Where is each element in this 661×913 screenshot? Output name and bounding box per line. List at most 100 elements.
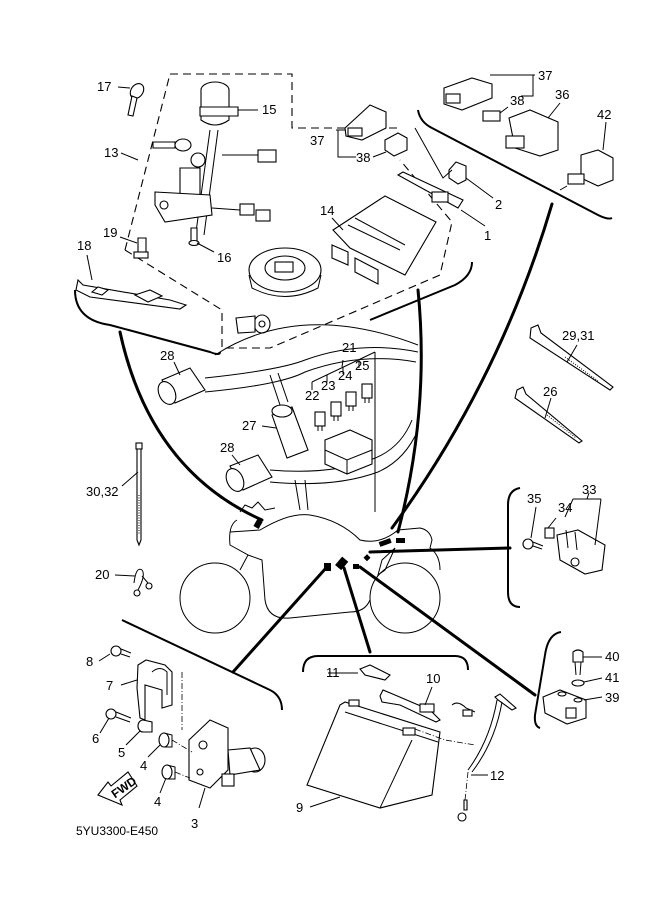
label-26: 26 [543, 384, 557, 399]
top-right-bracket [417, 109, 613, 220]
grommet-4-upper [158, 732, 173, 748]
label-36: 36 [555, 87, 569, 102]
marker-ecu [378, 538, 392, 547]
cable-tie-26 [514, 386, 583, 444]
label-14: 14 [320, 203, 334, 218]
harness-group: 28 28 27 21 22 23 24 25 [157, 324, 419, 512]
guide-line-2 [414, 127, 453, 179]
band-10 [379, 689, 441, 723]
holder-11 [359, 664, 391, 681]
main-switch-15 [195, 81, 239, 236]
ecu-14 [331, 195, 437, 285]
marker-sensor [363, 554, 371, 562]
plate-18 [75, 278, 188, 310]
collar-5 [137, 719, 153, 733]
bracket-right-outline [533, 631, 562, 729]
marker-bracket-right [353, 564, 359, 569]
label-29-31: 29,31 [562, 328, 595, 343]
label-6: 6 [92, 731, 99, 746]
leader-4-upper [147, 744, 161, 758]
leader-4-lower [159, 777, 167, 794]
label-25: 25 [355, 358, 369, 373]
label-42: 42 [597, 107, 611, 122]
leader-36 [547, 102, 561, 119]
key-set-13 [152, 138, 213, 223]
pointer-top-right [390, 202, 554, 530]
leader-38-right [499, 106, 509, 114]
ignition-group: 17 15 13 19 16 18 14 [74, 73, 473, 355]
leader-27 [261, 425, 277, 429]
label-9: 9 [296, 800, 303, 815]
connectors-top-right-group: 37 38 36 42 [417, 68, 614, 220]
label-23: 23 [321, 378, 335, 393]
cover-7 [136, 659, 173, 721]
label-38-right: 38 [510, 93, 524, 108]
leader-34 [547, 517, 557, 529]
label-7: 7 [106, 678, 113, 693]
seat-lock [235, 314, 271, 334]
label-39: 39 [605, 690, 619, 705]
harness-outer-curve [214, 324, 419, 356]
leader-8 [98, 653, 111, 662]
relay-36 [505, 109, 559, 157]
connector-28-lower [225, 454, 273, 492]
label-10: 10 [426, 671, 440, 686]
connector-38-left [384, 132, 408, 157]
fuse-23 [330, 401, 342, 421]
label-24: 24 [338, 368, 352, 383]
bracket-right-group: 40 41 39 [533, 631, 619, 729]
leader-41 [583, 677, 603, 683]
label-22: 22 [305, 388, 319, 403]
assembly-line-4 [171, 739, 193, 753]
holder-1 [396, 171, 464, 209]
label-13: 13 [104, 145, 118, 160]
leader-20 [114, 574, 136, 577]
label-18: 18 [77, 238, 91, 253]
cable-tie-29-31 [529, 324, 614, 391]
condenser-27 [269, 372, 309, 459]
label-41: 41 [605, 670, 619, 685]
starter-group-bracket [121, 619, 283, 711]
label-30-32: 30,32 [86, 484, 119, 499]
label-21: 21 [342, 340, 356, 355]
pointer-battery [342, 566, 372, 654]
label-19: 19 [103, 225, 117, 240]
marker-battery [335, 556, 349, 571]
battery-group: 11 10 9 12 [296, 655, 517, 822]
sensor-group: 33 34 35 [507, 482, 606, 608]
label-4-upper: 4 [140, 758, 147, 773]
leader-35 [530, 506, 537, 539]
bracket-37-38-left [336, 129, 356, 158]
label-11: 11 [326, 665, 340, 680]
label-3: 3 [191, 816, 198, 831]
connectors-top-left-group: 37 38 2 1 [310, 104, 502, 243]
connector-37-right [443, 77, 493, 111]
label-40: 40 [605, 649, 619, 664]
label-16: 16 [217, 250, 231, 265]
rear-wheel [369, 562, 441, 634]
marker-harness-left [253, 519, 263, 529]
grommet-4-lower [161, 764, 176, 780]
label-28-lower: 28 [220, 440, 234, 455]
sensor-group-bracket [507, 487, 521, 608]
assembly-line-4b [174, 771, 191, 779]
pointer-bracket-right [358, 565, 537, 697]
battery-group-bracket [302, 655, 469, 673]
label-37-left: 37 [310, 133, 324, 148]
fuse-22 [314, 411, 326, 431]
pointer-harness-left [118, 330, 264, 522]
drawing-code: 5YU3300-E450 [76, 824, 158, 838]
leader-5 [125, 730, 141, 746]
label-27: 27 [242, 418, 256, 433]
leader-29-31 [566, 344, 578, 363]
label-1: 1 [484, 228, 491, 243]
leader-16 [196, 242, 215, 253]
marker-top-right [396, 538, 405, 543]
leader-10 [424, 686, 433, 706]
label-20: 20 [95, 567, 109, 582]
motorcycle-silhouette [179, 501, 441, 634]
leader-39 [583, 696, 603, 701]
label-28-upper: 28 [160, 348, 174, 363]
screw-16 [188, 227, 200, 247]
